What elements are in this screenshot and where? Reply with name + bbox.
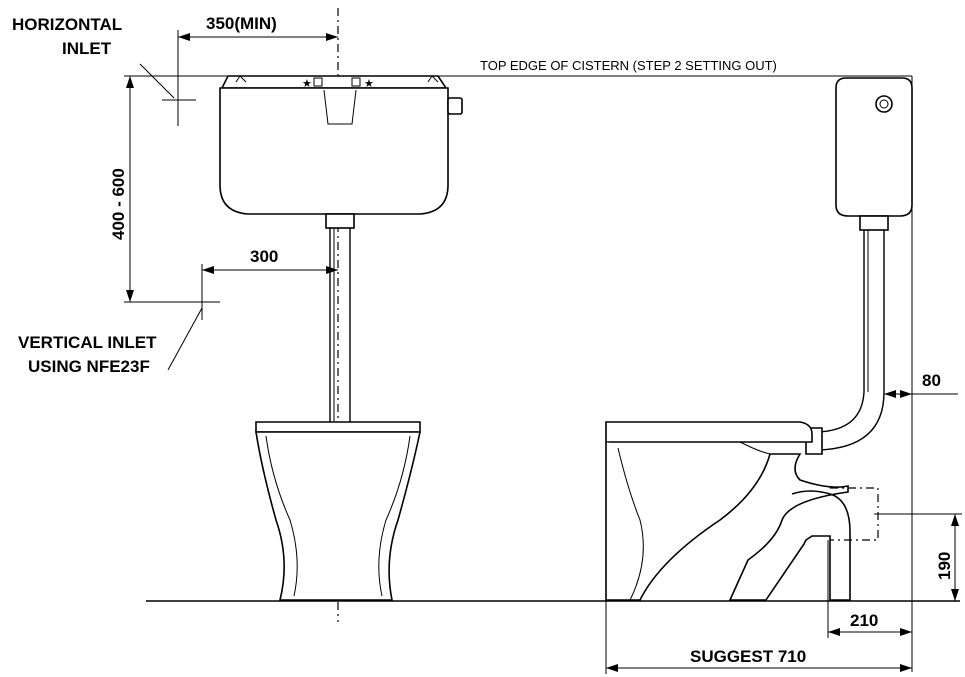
side-pipe-elbow-inner <box>817 391 865 433</box>
dim-300-arrow-right <box>326 266 338 274</box>
dim-300-label: 300 <box>250 247 278 266</box>
dim-350-arrow-left <box>178 33 190 41</box>
dim-80: 80 <box>884 371 958 398</box>
front-cistern-lid <box>220 75 448 89</box>
front-pan-rim <box>255 421 421 433</box>
side-pan-front-curve <box>617 447 644 601</box>
dim-80-arrow-right <box>900 390 912 398</box>
front-pan-curve-l <box>265 435 298 597</box>
vertical-inlet-label-1: VERTICAL INLET <box>18 333 157 352</box>
horizontal-inlet-label-1: HORIZONTAL <box>12 15 122 34</box>
dim-400-arrow-bottom <box>126 290 134 302</box>
side-pipe-elbow-outer <box>817 391 885 451</box>
dim-210: 210 <box>827 540 912 638</box>
side-pan-seat <box>605 421 813 443</box>
dim-210-arrow-right <box>900 628 912 636</box>
front-pipe-collar <box>325 213 355 229</box>
dim-400-arrow-top <box>126 76 134 88</box>
top-edge-dimension: TOP EDGE OF CISTERN (STEP 2 SETTING OUT) <box>124 58 913 672</box>
dim-80-label: 80 <box>922 371 941 390</box>
side-cistern-body <box>835 77 913 217</box>
front-cistern-body <box>219 87 449 215</box>
vertical-inlet-marker: VERTICAL INLET USING NFE23F <box>18 307 203 376</box>
horizontal-inlet-marker: HORIZONTAL INLET <box>12 15 196 101</box>
dim-300-arrow-left <box>202 266 214 274</box>
dim-190: 190 <box>880 513 962 601</box>
dim-190-arrow-top <box>951 514 959 526</box>
dim-80-arrow-left <box>884 390 896 398</box>
dim-190-label: 190 <box>935 552 954 580</box>
top-edge-label: TOP EDGE OF CISTERN (STEP 2 SETTING OUT) <box>480 58 777 73</box>
side-pan-trap-line <box>739 441 771 455</box>
h-inlet-leader <box>139 63 175 99</box>
front-view: ★ ★ <box>219 8 463 622</box>
dim-350-arrow-right <box>326 33 338 41</box>
side-button-outer <box>875 95 893 113</box>
dim-400-600: 400 - 600 <box>109 76 220 303</box>
flush-button-left <box>313 77 323 87</box>
dim-300: 300 <box>201 247 338 320</box>
vertical-inlet-label-2: USING NFE23F <box>28 357 150 376</box>
dim-710-arrow-right <box>900 664 912 672</box>
side-view <box>605 77 913 601</box>
dim-190-arrow-bottom <box>951 589 959 601</box>
front-side-lever <box>447 97 463 115</box>
star-left: ★ <box>302 78 312 90</box>
side-pipe-collar <box>859 215 889 231</box>
front-pan-curve-r <box>378 435 411 597</box>
star-right: ★ <box>364 78 374 90</box>
horizontal-inlet-label-2: INLET <box>62 39 112 58</box>
dim-210-arrow-left <box>828 628 840 636</box>
dim-710: SUGGEST 710 <box>605 600 912 674</box>
dim-710-label: SUGGEST 710 <box>690 647 806 666</box>
v-inlet-leader <box>167 307 203 371</box>
flush-button-right <box>351 77 361 87</box>
side-pan-body <box>605 442 851 601</box>
cistern-overflow <box>323 89 357 125</box>
side-button-inner <box>879 99 889 109</box>
dim-350-min: 350(MIN) <box>177 14 338 126</box>
dim-710-arrow-left <box>606 664 618 672</box>
dim-350-label: 350(MIN) <box>206 14 277 33</box>
front-pan-body <box>255 431 421 601</box>
dim-210-label: 210 <box>850 611 878 630</box>
dim-400-label: 400 - 600 <box>109 168 128 240</box>
